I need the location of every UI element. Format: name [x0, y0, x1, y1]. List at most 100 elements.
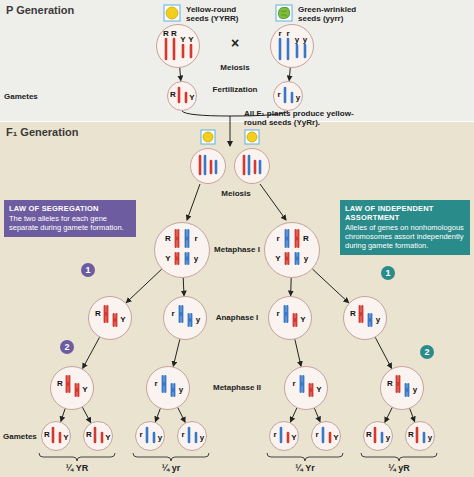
cell-membrane	[42, 422, 71, 451]
centromere	[175, 237, 179, 241]
cell-membrane	[168, 82, 197, 111]
chromosome	[329, 433, 332, 442]
centromere	[113, 318, 117, 322]
chromosome	[188, 428, 191, 442]
chromosome	[374, 428, 377, 442]
cell-circle: Ry	[343, 296, 387, 340]
cell-membrane	[270, 422, 299, 451]
centromere	[185, 257, 189, 261]
centromere	[75, 388, 79, 392]
centromere	[66, 382, 70, 386]
law-box: LAW OF SEGREGATIONThe two alleles for ea…	[4, 200, 136, 237]
cell-circle: ry	[135, 421, 165, 451]
cell-circle: ry	[146, 366, 190, 410]
centromere	[162, 382, 166, 386]
allele-letter: R	[161, 30, 171, 38]
centromere	[300, 382, 304, 386]
chromosome	[94, 428, 97, 442]
fertilization-arrow	[230, 116, 231, 146]
cell-circle: RY	[167, 81, 197, 111]
allele-letter: r	[312, 431, 322, 439]
row-label: Gametes	[4, 92, 50, 101]
cell-membrane	[364, 422, 393, 451]
centromere	[285, 257, 289, 261]
law-text: Alleles of genes on nonhomologous chromo…	[345, 223, 465, 250]
centromere	[295, 257, 299, 261]
chromosome	[204, 156, 207, 174]
seed-label: Green-wrinkled seeds (yyrr)	[298, 5, 368, 23]
centromere	[188, 318, 192, 322]
chromosome	[165, 39, 168, 59]
chromosome	[381, 433, 384, 442]
cell-circle: rY	[268, 296, 312, 340]
allele-letter: y	[176, 386, 186, 394]
chromosome	[304, 45, 307, 57]
fraction-label: ¼ YR	[47, 463, 107, 474]
chromosome	[199, 156, 202, 174]
allele-letter: r	[178, 431, 188, 439]
allele-letter: Y	[314, 386, 324, 394]
law-box: LAW OF INDEPENDENT ASSORTMENTAlleles of …	[340, 200, 470, 255]
callout-number: 2	[60, 340, 74, 354]
cell-membrane	[312, 422, 341, 451]
allele-letter: y	[373, 316, 383, 324]
allele-letter: R	[348, 310, 358, 318]
yellow-round-seed	[203, 132, 213, 142]
allele-letter: y	[197, 434, 207, 442]
callout-number: 2	[420, 345, 434, 359]
allele-letter: Y	[298, 316, 308, 324]
seed-icon-frame	[201, 130, 215, 144]
centromere	[359, 312, 363, 316]
allele-letter: r	[136, 431, 146, 439]
green-wrinkled-seed	[278, 7, 289, 18]
cell-outline	[163, 296, 207, 340]
allele-letter: R	[301, 235, 311, 243]
allele-letter: Y	[118, 316, 128, 324]
chromosome	[185, 93, 188, 102]
cell-circle: Ry	[380, 366, 424, 410]
centromere	[284, 312, 288, 316]
allele-letter: r	[274, 91, 284, 99]
cell-outline	[154, 222, 210, 278]
allele-letter: r	[289, 380, 299, 388]
allele-letter: R	[406, 431, 416, 439]
centromere	[104, 312, 108, 316]
fraction-label: ¼ Yr	[275, 463, 335, 474]
allele-letter: R	[42, 431, 52, 439]
process-label: Meiosis	[205, 63, 265, 72]
allele-letter: r	[191, 235, 201, 243]
cell-membrane	[147, 367, 190, 410]
centromere	[368, 318, 372, 322]
chromosome	[195, 433, 198, 442]
allele-letter: Y	[187, 94, 197, 102]
stage-label: Metaphase I	[202, 245, 272, 254]
chromosome	[416, 428, 419, 442]
centromere	[293, 318, 297, 322]
f1-cell	[191, 149, 226, 184]
cell-membrane	[285, 367, 328, 410]
cell-membrane	[164, 297, 207, 340]
chromosome	[210, 161, 213, 173]
cell-circle: ry	[163, 296, 207, 340]
cell-circle: RrYy	[154, 222, 210, 278]
allele-letter: r	[168, 310, 178, 318]
fraction-label: ¼ yr	[141, 463, 201, 474]
law-heading: LAW OF INDEPENDENT ASSORTMENT	[345, 204, 465, 222]
cell-membrane	[271, 25, 314, 68]
centromere	[405, 388, 409, 392]
allele-letter: y	[301, 255, 311, 263]
cell-circle: RY	[83, 421, 113, 451]
cell-membrane	[265, 223, 320, 278]
chromosome	[190, 45, 193, 57]
chromosome	[173, 39, 176, 59]
allele-letter: y	[155, 434, 165, 442]
cell-circle: ry	[273, 81, 303, 111]
cell-circle: Ry	[363, 421, 393, 451]
cell-outline	[343, 296, 387, 340]
chromosome	[178, 88, 181, 102]
callout-number: 1	[381, 266, 395, 280]
allele-letter: R	[55, 380, 65, 388]
centromere	[175, 257, 179, 261]
centromere	[309, 388, 313, 392]
